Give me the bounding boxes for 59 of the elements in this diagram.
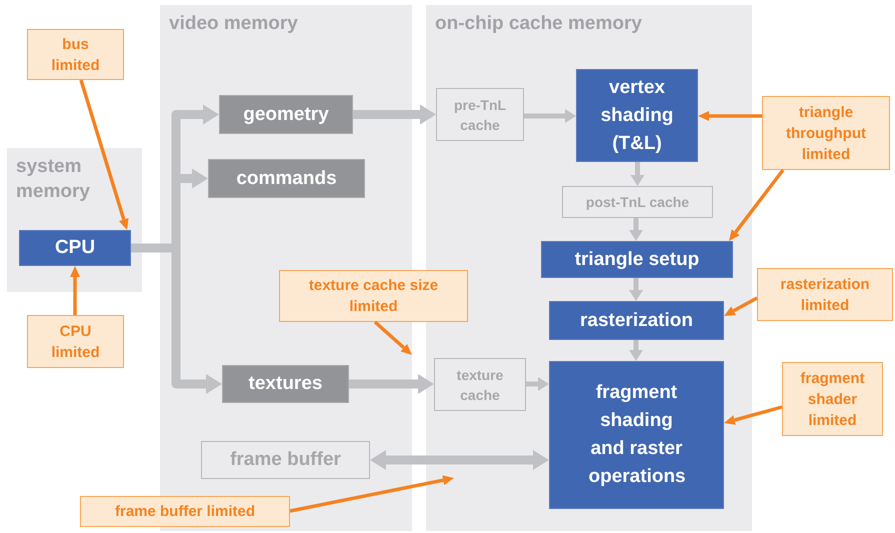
box-label: CPU: [54, 236, 96, 260]
box-label: rasterization: [580, 308, 693, 332]
processing-stage-box: [576, 69, 698, 162]
box-label: frame buffer: [230, 450, 341, 470]
data-block: [222, 365, 349, 403]
box-label: textures: [248, 373, 322, 395]
box-label: texture cache size limited: [308, 276, 440, 317]
cache-box: [434, 358, 526, 411]
box-label: commands: [236, 168, 337, 190]
bottleneck-callout: [80, 496, 290, 527]
box-label: CPU limited: [50, 322, 101, 362]
leader-arrow: [729, 168, 784, 241]
bottleneck-callout: [782, 362, 883, 436]
processing-stage-box: [549, 361, 724, 509]
flow-arrow: [629, 218, 643, 241]
memory-region-panel: [7, 148, 142, 292]
box-label: triangle throughput limited: [785, 102, 867, 164]
flow-arrow: [629, 278, 643, 301]
processing-stage-box: [19, 230, 131, 266]
region-heading: video memory: [168, 12, 298, 36]
leader-arrow: [79, 79, 129, 230]
bottleneck-callout: [757, 268, 893, 321]
bottleneck-callout: [27, 315, 124, 368]
box-label: pre-TnL cache: [452, 96, 508, 134]
leader-arrow: [70, 266, 80, 315]
flow-arrow: [524, 109, 576, 123]
box-label: texture cache: [456, 366, 504, 404]
box-label: vertex shading (T&L): [600, 76, 674, 156]
processing-stage-box: [549, 301, 724, 340]
flow-arrow: [630, 162, 644, 186]
flow-arrow: [349, 374, 434, 394]
flow-arrow: [353, 104, 436, 124]
box-label: fragment shader limited: [799, 368, 866, 430]
leader-arrow: [290, 475, 454, 513]
region-heading: on-chip cache memory: [434, 12, 642, 36]
buffer-box: [201, 441, 370, 479]
box-label: fragment shading and raster operations: [588, 381, 684, 489]
processing-stage-box: [541, 241, 733, 278]
region-heading: system memory: [15, 155, 91, 204]
leader-arrow: [374, 320, 412, 355]
bottleneck-callout: [279, 270, 468, 322]
box-label: bus limited: [50, 34, 101, 76]
cache-box: [436, 88, 524, 141]
leader-arrow: [698, 111, 762, 121]
flow-arrow: [370, 450, 549, 470]
flow-arrow: [526, 377, 549, 391]
data-block: [208, 159, 365, 198]
data-block: [219, 95, 353, 134]
box-label: triangle setup: [574, 248, 700, 272]
leader-arrow: [724, 405, 782, 425]
flow-arrow: [629, 340, 643, 361]
bottleneck-callout: [27, 29, 124, 80]
box-label: frame buffer limited: [114, 502, 256, 522]
box-label: geometry: [243, 104, 329, 126]
box-label: rasterization limited: [779, 274, 871, 316]
bottleneck-callout: [762, 96, 890, 170]
cache-box: [562, 186, 713, 218]
box-label: post-TnL cache: [586, 193, 690, 212]
leader-arrow: [724, 296, 758, 316]
